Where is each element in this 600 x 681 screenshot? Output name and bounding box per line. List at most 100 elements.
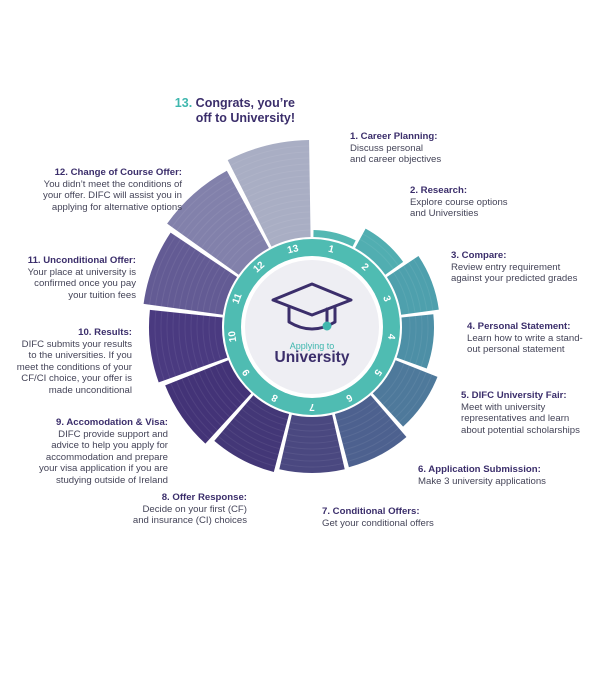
segment-texture-line [196,262,216,312]
step-description-line: and career objectives [350,154,442,165]
segment-texture-line [414,315,423,365]
segment-texture-line [186,191,239,238]
step-description-line: Your place at university is [27,266,136,278]
step-description-line: meet the conditions of your [16,361,132,373]
ring-number-6: 6 [344,391,354,404]
segment-texture-line [175,380,214,436]
step-label-5: 5. DIFC University Fair:Meet with univer… [461,390,591,436]
segment-texture-line [214,365,243,405]
segment-texture-line [281,457,343,462]
wheel-segment-8 [214,395,290,473]
segment-texture-line [393,272,410,314]
step-title: 9. Accomodation & Visa: [56,417,168,428]
segment-texture-line [205,212,251,252]
segment-texture-line [225,233,262,266]
segment-texture-line [336,400,376,422]
ring-number-1: 1 [327,244,335,256]
segment-texture-line [166,311,177,377]
step-description-line: to the universities. If you [28,350,132,361]
wheel-segment-4 [396,314,434,369]
segment-texture-line [172,249,196,309]
segment-texture-line [280,462,344,468]
ring-number-9: 9 [240,366,252,377]
step-description-line: representatives and learn [461,413,570,424]
final-step-line2: off to University! [195,111,295,125]
step-label-12: 12. Change of Course Offer:You didn’t me… [2,167,182,213]
step-title: 1. Career Planning: [350,131,438,142]
segment-texture-line [249,399,288,421]
step-title: 5. DIFC University Fair: [461,390,567,401]
segment-texture-line [184,313,194,371]
segment-texture-line [208,268,226,313]
ring-number-8: 8 [270,391,280,404]
step-description-line: Decide on your first (CF) [142,503,248,515]
segment-texture-line [176,180,233,231]
step-title: 8. Offer Response: [161,492,247,503]
segment-texture-line [214,316,222,361]
segment-texture-line [196,314,205,367]
segment-texture-line [233,417,282,444]
step-title: 4. Personal Statement: [467,321,571,332]
step-description-line: Get your conditional offers [322,517,434,529]
segment-texture-line [378,363,405,401]
segment-texture-line [345,427,399,457]
step-description-line: studying outside of Ireland [55,474,168,486]
segment-texture-line [341,413,388,439]
segment-texture-line [187,376,222,427]
segment-texture-line [243,175,310,193]
step-title: 2. Research: [410,185,468,196]
segment-texture-line [386,367,416,410]
segment-texture-line [154,310,165,381]
step-description-line: Review entry requirement [451,261,561,273]
ring-number-7: 7 [309,401,315,412]
segment-texture-line [232,151,310,172]
segment-texture-line [160,242,186,307]
segment-texture-line [208,316,216,363]
segment-texture-line [190,314,199,369]
segment-texture-line [362,233,399,266]
step-label-4: 4. Personal Statement:Learn how to write… [467,321,597,356]
segment-texture-line [257,205,311,220]
step-description-line: You didn’t meet the conditions of [43,178,182,190]
step-label-6: 6. Application Submission:Make 3 univers… [418,464,588,487]
segment-texture-line [217,435,276,467]
segment-texture-line [338,404,380,428]
step-description-line: CF/CI choice, your offer is [21,373,132,384]
step-description-line: Discuss personal [350,142,424,154]
wheel-segment-10 [149,309,228,383]
segment-texture-line [229,422,281,450]
step-label-9: 9. Accomodation & Visa:DIFC provide supp… [2,417,168,486]
ring-number-5: 5 [371,367,383,378]
step-title: 11. Unconditional Offer: [27,255,136,266]
segment-texture-line [202,315,210,365]
segment-texture-line [221,431,278,461]
step-description-line: DIFC submits your results [21,338,132,350]
segment-texture-line [172,312,182,375]
wheel-segment-1 [313,230,356,247]
segment-texture-line [225,426,279,456]
wheel-segment-5 [372,360,438,427]
segment-texture-line [166,245,191,308]
segment-texture-line [283,451,341,456]
segment-texture-line [268,229,311,241]
segment-texture-line [202,265,221,313]
segment-texture-line [170,382,210,440]
segment-texture-line [237,413,284,438]
segment-texture-line [178,312,188,373]
segment-texture-line [238,163,310,182]
step-description-line: your offer. DIFC will assist you in [43,190,182,201]
segment-texture-line [220,228,259,263]
segment-texture-line [403,265,422,313]
segment-texture-line [251,193,310,209]
segment-texture-line [210,217,253,256]
wheel-segment-13 [227,140,311,247]
segment-texture-line [209,367,239,409]
segment-texture-line [215,222,256,259]
center-disc [245,260,379,394]
segment-texture-line [171,175,230,228]
segment-texture-line [284,445,340,450]
step-description-line: Meet with university [461,401,546,413]
